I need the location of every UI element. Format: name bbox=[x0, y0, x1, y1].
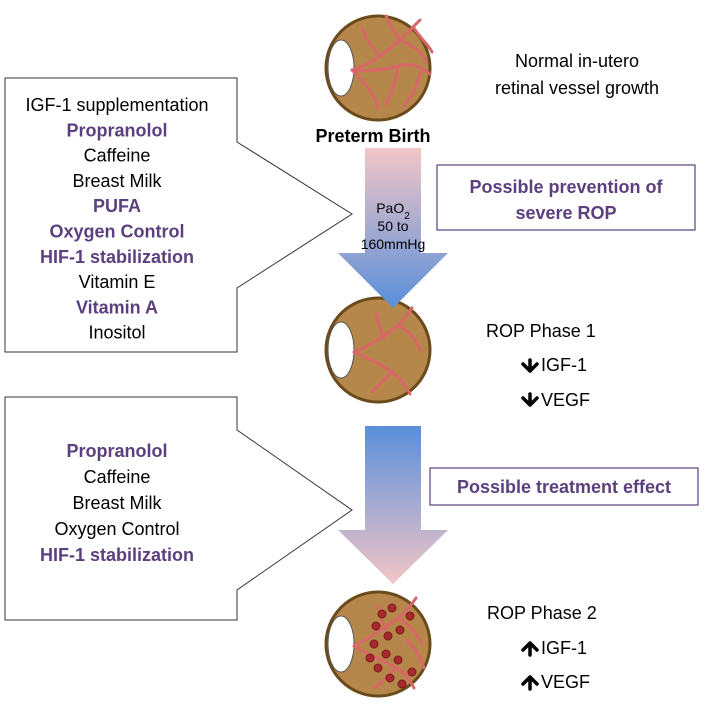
eye-normal bbox=[324, 14, 434, 122]
treatment-item: HIF-1 stabilization bbox=[40, 545, 194, 565]
arrow-down-icon bbox=[521, 358, 539, 373]
phase-1-marker-vegf: VEGF bbox=[541, 390, 590, 410]
prevention-callout-line2: severe ROP bbox=[515, 203, 616, 223]
normal-growth-label-1: Normal in-utero bbox=[515, 51, 639, 71]
prevention-item: Caffeine bbox=[84, 146, 151, 166]
eye-phase-1 bbox=[324, 296, 432, 404]
prevention-block-arrow bbox=[4, 77, 353, 353]
pao2-range-line1: 50 to bbox=[377, 218, 408, 234]
arrow-down-icon bbox=[521, 392, 539, 407]
prevention-callout: Possible prevention of severe ROP bbox=[436, 164, 696, 231]
prevention-item: Vitamin A bbox=[76, 297, 158, 317]
prevention-item: HIF-1 stabilization bbox=[40, 247, 194, 267]
pao2-arrow bbox=[338, 148, 448, 308]
treatment-item: Propranolol bbox=[66, 441, 167, 461]
prevention-callout-line1: Possible prevention of bbox=[469, 177, 663, 197]
phase-2-marker-vegf: VEGF bbox=[541, 672, 590, 692]
prevention-item: Inositol bbox=[88, 323, 145, 343]
eye-phase-2 bbox=[324, 590, 432, 698]
phase-2-title: ROP Phase 2 bbox=[487, 603, 597, 623]
preterm-birth-label: Preterm Birth bbox=[315, 126, 430, 146]
treatment-item: Caffeine bbox=[84, 467, 151, 487]
treatment-callout: Possible treatment effect bbox=[429, 467, 699, 506]
treatment-callout-text: Possible treatment effect bbox=[457, 477, 671, 497]
prevention-item: Vitamin E bbox=[79, 272, 156, 292]
treatment-item: Oxygen Control bbox=[54, 519, 179, 539]
phase-1-marker-igf: IGF-1 bbox=[541, 355, 587, 375]
pao2-range-line2: 160mmHg bbox=[361, 236, 426, 252]
phase-2-marker-igf: IGF-1 bbox=[541, 638, 587, 658]
treatment-block-arrow bbox=[4, 396, 353, 621]
prevention-item: Oxygen Control bbox=[49, 222, 184, 242]
prevention-item: IGF-1 supplementation bbox=[25, 95, 208, 115]
arrow-up-icon bbox=[521, 675, 539, 691]
treatment-item: Breast Milk bbox=[72, 493, 162, 513]
prevention-item: Propranolol bbox=[66, 120, 167, 140]
treatment-arrow bbox=[338, 426, 448, 584]
prevention-item: Breast Milk bbox=[72, 171, 162, 191]
arrow-up-icon bbox=[521, 641, 539, 657]
pao2-label: PaO2 bbox=[376, 200, 410, 222]
normal-growth-label-2: retinal vessel growth bbox=[495, 78, 659, 98]
prevention-item: PUFA bbox=[93, 196, 141, 216]
prevention-list: IGF-1 supplementationPropranololCaffeine… bbox=[25, 95, 208, 343]
phase-1-title: ROP Phase 1 bbox=[486, 321, 596, 341]
